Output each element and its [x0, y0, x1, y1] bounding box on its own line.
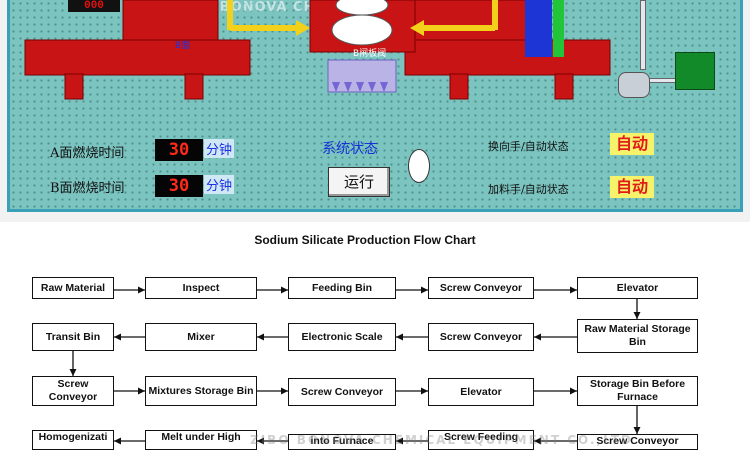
reversing-auto-badge[interactable]: 自动 [610, 133, 654, 155]
flow-box-feeding-bin: Feeding Bin [288, 277, 396, 299]
furnace-diagram [24, 0, 611, 100]
flow-arrow-right-head [410, 20, 424, 36]
b-burn-time-unit: 分钟 [204, 175, 235, 194]
flow-box-homogenization: Homogenizati [32, 430, 114, 450]
flow-box-screw-conveyor-3: Screw Conveyor [32, 376, 114, 406]
arrow-r4-3-head [257, 437, 264, 445]
motor-unit [675, 52, 715, 90]
arrow-r1-1-head [138, 286, 145, 294]
arrow-r1-4-head [570, 286, 577, 294]
furnace-right-base [404, 39, 611, 76]
scada-screenshot: 000 ZIBO BONOVA CHEMICAL EQUIPMENT CO.,L… [0, 0, 750, 222]
blue-tank [525, 0, 552, 57]
flow-box-electronic-scale: Electronic Scale [288, 323, 396, 351]
arrow-r3-3-head [421, 387, 428, 395]
flow-box-raw-material: Raw Material [32, 277, 114, 299]
arrow-r4-1-head [534, 437, 541, 445]
top-counter-display: 000 [68, 0, 120, 12]
feeding-mode-label: 加料手/自动状态 [488, 183, 569, 196]
flow-box-melt-under-high: Melt under High [145, 430, 257, 450]
arrow-r3-2-head [281, 387, 288, 395]
arrow-r4-2-head [396, 437, 403, 445]
flow-arrow-left-head [296, 20, 310, 36]
furnace-left-base [24, 39, 251, 76]
burner-arrows [332, 82, 388, 92]
furnace-right-leg-1 [449, 73, 469, 100]
system-status-label: 系统状态 [322, 141, 378, 157]
arrow-r2-4-head [114, 333, 121, 341]
pump-icon [618, 72, 650, 98]
arrow-r1-3-head [421, 286, 428, 294]
flow-chart-title: Sodium Silicate Production Flow Chart [254, 233, 476, 247]
status-indicator-lamp [408, 149, 430, 183]
flow-box-screw-conveyor-5: Screw Conveyor [577, 434, 698, 450]
vertical-pipe [640, 0, 646, 70]
control-panel: 000 ZIBO BONOVA CHEMICAL EQUIPMENT CO.,L… [7, 0, 743, 212]
run-button[interactable]: 运行 [328, 167, 390, 197]
flow-box-storage-bin-before-furnace: Storage Bin Before Furnace [577, 376, 698, 406]
flow-box-screw-conveyor-4: Screw Conveyor [288, 378, 396, 406]
feeding-auto-badge[interactable]: 自动 [610, 176, 654, 198]
flow-box-into-furnace: into Furnace [288, 434, 396, 450]
b-burn-time-label: B面燃烧时间 [50, 181, 125, 196]
flow-box-transit-bin: Transit Bin [32, 323, 114, 351]
arrow-r3-4-head [570, 387, 577, 395]
b-burn-time-display: 30 [155, 175, 203, 197]
flow-watermark: ZIBO BONOVA CHEMICAL EQUIPMENT CO.,LTD [250, 433, 633, 447]
arrow-r1-2-head [281, 286, 288, 294]
furnace-left-leg-2 [184, 73, 204, 100]
chamber-window [331, 14, 393, 46]
flow-box-raw-material-storage-bin: Raw Material Storage Bin [577, 319, 698, 353]
arrow-r2-2-head [396, 333, 403, 341]
flow-box-inspect: Inspect [145, 277, 257, 299]
arrow-down-2-head [69, 369, 77, 376]
arrow-r2-3-head [257, 333, 264, 341]
a-burn-time-display: 30 [155, 139, 203, 161]
a-burn-time-label: A面燃烧时间 [50, 146, 125, 161]
flow-box-screw-conveyor-2: Screw Conveyor [428, 323, 534, 351]
furnace-right-leg-2 [554, 73, 574, 100]
furnace-left-leg-1 [64, 73, 84, 100]
arrow-down-3-head [633, 427, 641, 434]
flow-box-elevator-2: Elevator [428, 378, 534, 406]
arrow-r3-1-head [138, 387, 145, 395]
arrow-r2-1-head [534, 333, 541, 341]
flow-box-elevator-1: Elevator [577, 277, 698, 299]
arrow-down-1-head [633, 312, 641, 319]
a-burn-time-unit: 分钟 [204, 139, 235, 158]
flow-box-mixtures-storage-bin: Mixtures Storage Bin [145, 376, 257, 406]
flow-box-screw-conveyor-1: Screw Conveyor [428, 277, 534, 299]
b-gate-valve-tag: B闸板阀 [353, 49, 387, 59]
arrow-r4-4-head [114, 437, 121, 445]
green-tank [553, 0, 564, 57]
reversing-mode-label: 换向手/自动状态 [488, 140, 569, 153]
flow-box-mixer: Mixer [145, 323, 257, 351]
b-side-tag: B面 [175, 41, 191, 51]
